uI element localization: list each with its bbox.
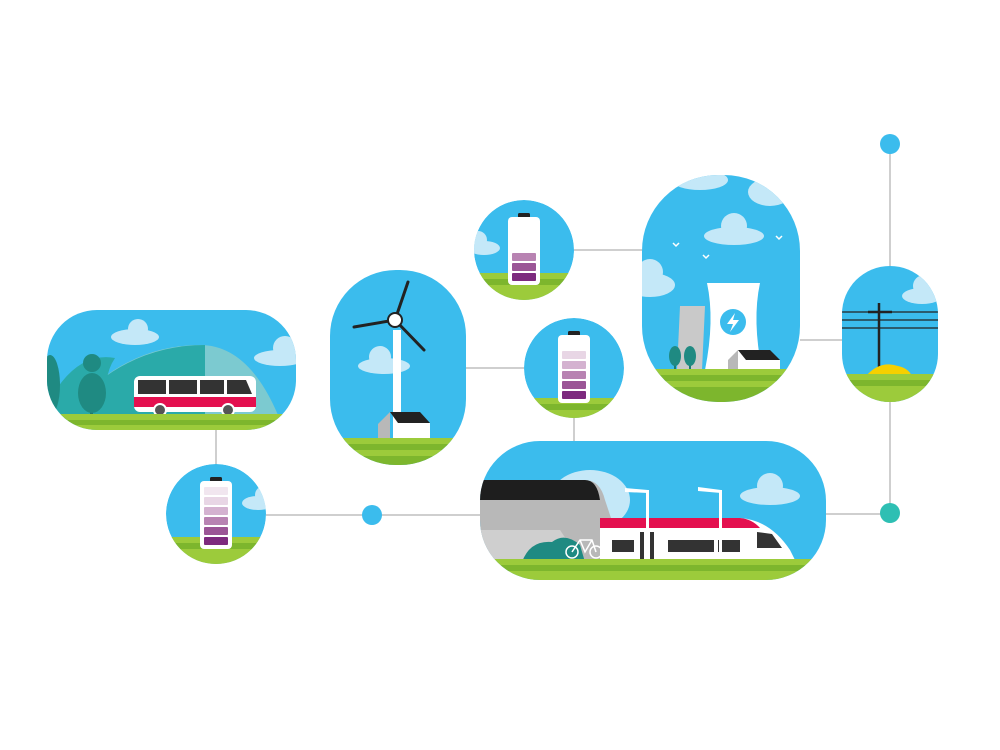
battery-top-circle bbox=[474, 200, 574, 300]
tree-icon bbox=[78, 354, 106, 415]
house-icon bbox=[728, 350, 780, 370]
cloud-icon bbox=[642, 259, 675, 297]
battery-charge-segment bbox=[204, 527, 228, 535]
cloud-icon bbox=[474, 231, 500, 255]
battery-terminal bbox=[210, 477, 222, 482]
battery-charge-segment bbox=[512, 263, 536, 271]
battery-charge-segment bbox=[512, 273, 536, 281]
battery-charge-segment bbox=[512, 253, 536, 261]
tree-icon bbox=[669, 346, 681, 370]
node-dot-top-right bbox=[880, 134, 900, 154]
battery-charge-segment bbox=[562, 381, 586, 389]
street-lamp-icon bbox=[698, 487, 722, 560]
bicycle-icon bbox=[565, 539, 603, 559]
battery-charge-segment bbox=[562, 371, 586, 379]
train-panel bbox=[480, 441, 826, 580]
bus-icon bbox=[134, 376, 256, 417]
battery-icon bbox=[558, 331, 590, 403]
battery-charge-segment bbox=[204, 537, 228, 545]
battery-icon bbox=[508, 213, 540, 285]
battery-charge-segment bbox=[204, 517, 228, 525]
battery-charge-segment bbox=[562, 391, 586, 399]
battery-middle-circle bbox=[524, 318, 624, 418]
battery-charge-segment bbox=[204, 487, 228, 495]
cloud-icon bbox=[111, 319, 159, 345]
lightning-bolt-icon bbox=[720, 309, 746, 335]
street-lamp-icon bbox=[625, 488, 649, 560]
power-line-icon bbox=[842, 303, 938, 372]
battery-terminal bbox=[568, 331, 580, 336]
battery-icon bbox=[200, 477, 232, 549]
battery-charge-segment bbox=[204, 497, 228, 505]
bush-icon bbox=[522, 537, 585, 562]
bird-icon bbox=[672, 235, 783, 260]
bus-panel bbox=[47, 310, 296, 430]
power-plant-panel bbox=[642, 175, 800, 402]
battery-charge-segment bbox=[204, 507, 228, 515]
battery-charge-segment bbox=[562, 361, 586, 369]
tree-icon bbox=[684, 346, 696, 370]
node-dot-bottom-middle bbox=[362, 505, 382, 525]
node-dot-bottom-right bbox=[880, 503, 900, 523]
battery-bottom-left-circle bbox=[166, 464, 266, 564]
cloud-icon bbox=[704, 213, 764, 245]
battery-terminal bbox=[518, 213, 530, 218]
house-icon bbox=[378, 412, 430, 440]
sand-pile-icon bbox=[866, 364, 912, 376]
wind-turbine-panel bbox=[330, 270, 466, 465]
cloud-icon bbox=[254, 336, 296, 366]
power-line-panel bbox=[842, 266, 938, 402]
cloud-icon bbox=[740, 473, 800, 505]
battery-charge-segment bbox=[562, 351, 586, 359]
